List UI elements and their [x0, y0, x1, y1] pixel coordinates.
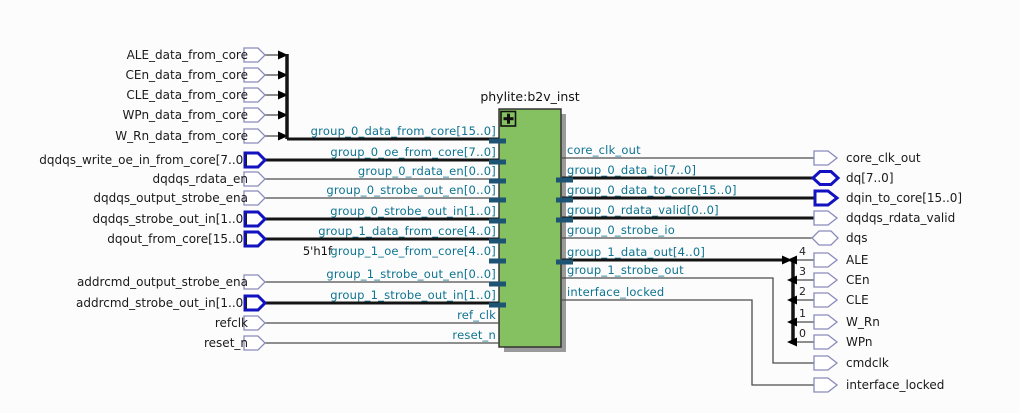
pin-W_Rn — [813, 314, 839, 330]
pin-label: W_Rn_data_from_core — [115, 129, 248, 143]
pin-label: reset_n — [204, 336, 248, 350]
pin-label: addrcmd_strobe_out_in[1..0] — [76, 296, 248, 310]
pin-ALE — [813, 252, 839, 268]
bit-index-label: 1 — [799, 307, 806, 320]
pin-label: W_Rn — [846, 315, 880, 329]
pin-label: WPn_data_from_core — [122, 108, 248, 122]
pin-label: CEn_data_from_core — [125, 68, 248, 82]
left-port-stubs — [489, 138, 506, 308]
constant-value-label: 5'h1f — [302, 244, 332, 258]
pin-ALE_data_from_core — [243, 47, 266, 63]
right-output-pins-scalar[interactable] — [811, 150, 839, 393]
pin-reset_n — [243, 335, 266, 351]
net-label: group_0_strobe_out_in[1..0] — [330, 204, 496, 218]
pin-dqdqs_strobe_out_in — [243, 210, 268, 228]
net-label: group_1_oe_from_core[4..0] — [330, 244, 496, 258]
net-label: group_0_oe_from_core[7..0] — [330, 145, 496, 159]
net-label: group_1_strobe_out — [567, 263, 684, 277]
pin-label: interface_locked — [846, 378, 945, 392]
pin-label: ALE — [846, 253, 869, 267]
left-input-pins-bus[interactable] — [243, 151, 268, 312]
right-bus-wires — [562, 176, 814, 262]
net-label: reset_n — [452, 328, 496, 342]
net-label: core_clk_out — [567, 143, 641, 157]
pin-label: core_clk_out — [846, 151, 921, 165]
pin-CEn — [813, 272, 839, 288]
pin-label: ALE_data_from_core — [126, 48, 248, 62]
pin-interface_locked — [813, 377, 839, 393]
pin-dqout_from_core — [243, 230, 268, 248]
pin-addrcmd_output_strobe_ena — [243, 274, 266, 290]
net-label: ref_clk — [457, 308, 496, 322]
block-instance-title: phylite:b2v_inst — [480, 89, 580, 104]
right-pins-bus[interactable] — [810, 170, 841, 207]
pin-cmdclk — [813, 355, 839, 371]
pin-label: dqdqs_write_oe_in_from_core[7..0] — [39, 153, 248, 167]
pin-addrcmd_strobe_out_in — [243, 294, 268, 312]
pin-label: dqin_to_core[15..0] — [846, 191, 963, 205]
net-label: group_0_rdata_valid[0..0] — [567, 203, 719, 217]
bit-index-label: 2 — [799, 285, 806, 298]
pin-W_Rn_data_from_core — [243, 128, 266, 144]
net-label: group_1_data_out[4..0] — [567, 245, 706, 259]
pin-label: dqdqs_strobe_out_in[1..0] — [92, 212, 248, 226]
pin-label: CLE_data_from_core — [126, 88, 248, 102]
pin-label: CLE — [846, 293, 869, 307]
net-label: group_0_strobe_io — [567, 223, 675, 237]
pin-dq — [810, 170, 841, 186]
pin-dqdqs_output_strobe_ena — [243, 190, 266, 206]
right-port-stubs — [556, 177, 573, 265]
pin-dqdqs_write_oe_in_from_core — [243, 151, 268, 169]
net-label: group_1_strobe_out_in[1..0] — [330, 288, 496, 302]
bit-index-label: 4 — [799, 245, 806, 258]
net-label: group_1_data_from_core[4..0] — [318, 224, 496, 238]
right-scalar-wires — [562, 157, 814, 386]
net-label: group_0_rdata_en[0..0] — [357, 164, 496, 178]
pin-dqdqs_rdata_en — [243, 171, 266, 187]
left-bus-wires — [265, 137, 499, 305]
net-joiner-wires — [265, 54, 279, 137]
pin-label: refclk — [214, 316, 248, 330]
pin-label: dqout_from_core[15..0] — [107, 232, 248, 246]
module-block[interactable] — [498, 108, 562, 348]
net-label: group_1_strobe_out_en[0..0] — [326, 267, 496, 281]
net-label: interface_locked — [567, 285, 665, 299]
pin-CLE_data_from_core — [243, 87, 266, 103]
left-scalar-wires — [265, 178, 499, 344]
left-input-pins-scalar[interactable] — [243, 47, 266, 351]
pin-CLE — [813, 292, 839, 308]
pin-dqdqs_rdata_valid — [813, 210, 839, 226]
pin-dqin_to_core — [813, 189, 840, 207]
pin-refclk — [243, 315, 266, 331]
expand-plus-icon[interactable] — [500, 110, 517, 127]
pin-CEn_data_from_core — [243, 67, 266, 83]
pin-label: dqdqs_output_strobe_ena — [93, 191, 248, 205]
bit-index-label: 3 — [799, 265, 806, 278]
pin-label: cmdclk — [846, 356, 889, 370]
bit-index-label: 0 — [799, 327, 806, 340]
splitter-tap-wires — [795, 259, 814, 343]
pin-WPn_data_from_core — [243, 107, 266, 123]
splitter-tap-arrowheads — [787, 255, 797, 347]
pin-label: addrcmd_output_strobe_ena — [76, 275, 248, 289]
pin-WPn — [813, 334, 839, 350]
net-label: group_0_strobe_out_en[0..0] — [326, 183, 496, 197]
net-label: group_0_data_to_core[15..0] — [567, 183, 737, 197]
net-label: group_0_data_io[7..0] — [567, 163, 697, 177]
pin-label: dqdqs_rdata_en — [152, 172, 248, 186]
pin-label: WPn — [846, 335, 873, 349]
pin-label: dqs — [846, 231, 868, 245]
joiner-arrowheads — [278, 50, 288, 141]
pin-label: CEn — [846, 273, 870, 287]
pin-core_clk_out — [813, 150, 839, 166]
pin-label: dqdqs_rdata_valid — [846, 211, 956, 225]
pin-label: dq[7..0] — [846, 171, 894, 185]
pin-dqs — [811, 230, 839, 246]
net-label: group_0_data_from_core[15..0] — [310, 124, 496, 138]
